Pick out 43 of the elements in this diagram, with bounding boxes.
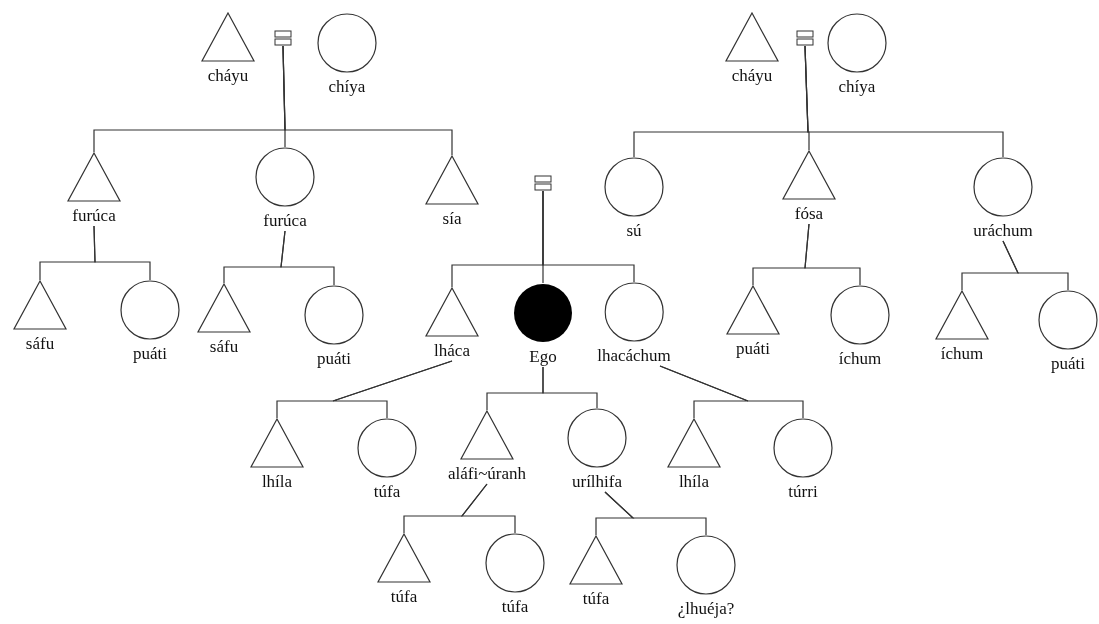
- kin-term-label: íchum: [838, 349, 882, 369]
- kin-term-label: uráchum: [973, 221, 1033, 241]
- kin-term-label: túfa: [390, 587, 418, 607]
- descent-line: [604, 491, 707, 536]
- kin-term-label: lhacáchum: [597, 346, 671, 366]
- kin-term-label: aláfi~úranh: [447, 464, 527, 484]
- kin-term-label: puáti: [1051, 354, 1085, 374]
- kin-term-label: túrri: [788, 482, 818, 502]
- kin-term-label: lháca: [434, 341, 470, 361]
- kin-term-label: lhíla: [678, 472, 710, 492]
- kin-term-label: sáfu: [25, 334, 55, 354]
- descent-line: [542, 190, 635, 283]
- kin-term-label: cháyu: [207, 66, 249, 86]
- kin-term-label: túfa: [582, 589, 610, 609]
- kin-term-label: chíya: [328, 77, 366, 97]
- descent-line: [332, 360, 453, 419]
- kin-term-label: furúca: [263, 211, 307, 231]
- kin-term-label: túfa: [501, 597, 529, 617]
- kin-term-label: puáti: [736, 339, 770, 359]
- kin-term-label: cháyu: [731, 66, 773, 86]
- kin-term-label: Ego: [529, 347, 557, 367]
- descent-line: [460, 483, 516, 534]
- kin-term-label: íchum: [940, 344, 984, 364]
- kin-term-label: puáti: [317, 349, 351, 369]
- descent-line: [280, 230, 335, 286]
- descent-line: [282, 45, 453, 156]
- kin-term-label: lhíla: [261, 472, 293, 492]
- descent-line: [804, 223, 861, 286]
- descent-line: [1002, 240, 1069, 291]
- kin-term-label: ¿lhuéja?: [677, 599, 735, 619]
- kin-term-label: chíya: [838, 77, 876, 97]
- kin-term-label: túfa: [373, 482, 401, 502]
- descent-line: [804, 45, 1004, 158]
- kin-term-label: fósa: [794, 204, 824, 224]
- kin-term-label: sú: [626, 221, 642, 241]
- kin-term-label: urílhifa: [571, 472, 622, 492]
- kin-term-label: sía: [442, 209, 462, 229]
- kin-term-label: puáti: [133, 344, 167, 364]
- descent-line: [93, 225, 151, 281]
- descent-line: [542, 366, 598, 409]
- kin-term-label: furúca: [72, 206, 116, 226]
- kin-term-label: sáfu: [209, 337, 239, 357]
- descent-line: [659, 365, 804, 419]
